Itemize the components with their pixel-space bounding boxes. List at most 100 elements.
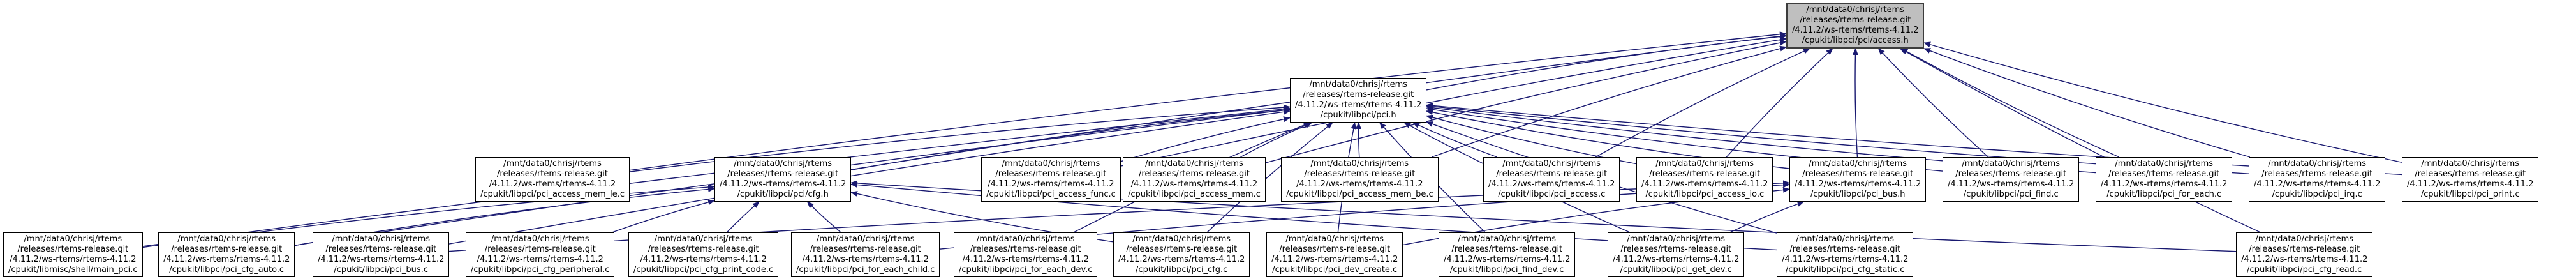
graph-node-access_c[interactable]: /mnt/data0/chrisj/rtems /releases/rtems-… [1483, 157, 1620, 202]
file-path: /cpukit/libpci/pci_cfg_print_code.c [633, 265, 774, 275]
path-line-3: /4.11.2/ws-rtems/rtems-4.11.2 [489, 179, 616, 189]
graph-node-access_mem_be_c[interactable]: /mnt/data0/chrisj/rtems /releases/rtems-… [1281, 157, 1439, 202]
file-path: /cpukit/libpci/pci_for_each_child.c [796, 265, 935, 275]
path-line-2: /releases/rtems-release.git [995, 169, 1107, 179]
path-line-1: /mnt/data0/chrisj/rtems [1309, 80, 1408, 89]
path-line-1: /mnt/data0/chrisj/rtems [1285, 234, 1384, 244]
path-line-2: /releases/rtems-release.git [171, 245, 283, 254]
path-line-2: /releases/rtems-release.git [1620, 245, 1732, 254]
path-line-2: /releases/rtems-release.git [1649, 169, 1761, 179]
path-line-2: /releases/rtems-release.git [1800, 15, 1911, 25]
path-line-1: /mnt/data0/chrisj/rtems [332, 234, 431, 244]
file-path: /cpukit/libpci/pci_bus.h [1810, 190, 1906, 199]
file-path: /cpukit/libpci/pci_access_func.c [986, 190, 1116, 199]
file-path: /cpukit/libpci/pci_find_dev.c [1449, 265, 1564, 275]
graph-node-cfg_auto_c[interactable]: /mnt/data0/chrisj/rtems /releases/rtems-… [158, 232, 295, 277]
path-line-2: /releases/rtems-release.git [2261, 169, 2373, 179]
file-path: /cpukit/libpci/pci_cfg_read.c [2247, 265, 2362, 275]
path-line-3: /4.11.2/ws-rtems/rtems-4.11.2 [962, 255, 1089, 264]
path-line-3: /4.11.2/ws-rtems/rtems-4.11.2 [163, 255, 290, 264]
file-path: /cpukit/libpci/pci_get_dev.c [1620, 265, 1732, 275]
path-line-3: /4.11.2/ws-rtems/rtems-4.11.2 [802, 255, 929, 264]
path-line-2: /releases/rtems-release.git [2415, 169, 2526, 179]
path-line-2: /releases/rtems-release.git [810, 245, 921, 254]
path-line-2: /releases/rtems-release.git [1496, 169, 1608, 179]
file-path: /cpukit/libpci/pci_cfg_auto.c [169, 265, 285, 275]
graph-node-access_h[interactable]: /mnt/data0/chrisj/rtems /releases/rtems-… [1786, 3, 1925, 49]
graph-node-irq_c[interactable]: /mnt/data0/chrisj/rtems /releases/rtems-… [2249, 157, 2386, 202]
path-line-3: /4.11.2/ws-rtems/rtems-4.11.2 [1795, 179, 1921, 189]
file-path: /cpukit/libpci/pci_irq.c [2272, 190, 2362, 199]
graph-node-cfg_print_code_c[interactable]: /mnt/data0/chrisj/rtems /releases/rtems-… [628, 232, 779, 277]
file-path: /cpukit/libmisc/shell/main_pci.c [8, 265, 138, 275]
graph-node-access_mem_c[interactable]: /mnt/data0/chrisj/rtems /releases/rtems-… [1123, 157, 1266, 202]
graph-node-pci_h[interactable]: /mnt/data0/chrisj/rtems /releases/rtems-… [1290, 78, 1427, 123]
graph-node-cfg_h[interactable]: /mnt/data0/chrisj/rtems /releases/rtems-… [714, 157, 852, 202]
file-path: /cpukit/libpci/pci_access_mem.c [1128, 190, 1261, 199]
path-line-1: /mnt/data0/chrisj/rtems [24, 234, 122, 244]
path-line-3: /4.11.2/ws-rtems/rtems-4.11.2 [1948, 179, 2075, 189]
path-line-1: /mnt/data0/chrisj/rtems [491, 234, 589, 244]
path-line-2: /releases/rtems-release.git [1304, 169, 1416, 179]
path-line-3: /4.11.2/ws-rtems/rtems-4.11.2 [2407, 179, 2534, 189]
path-line-3: /4.11.2/ws-rtems/rtems-4.11.2 [1296, 179, 1423, 189]
path-line-1: /mnt/data0/chrisj/rtems [816, 234, 915, 244]
path-line-3: /4.11.2/ws-rtems/rtems-4.11.2 [988, 179, 1114, 189]
path-line-1: /mnt/data0/chrisj/rtems [1310, 159, 1409, 169]
graph-node-cfg_static_c[interactable]: /mnt/data0/chrisj/rtems /releases/rtems-… [1777, 232, 1914, 277]
graph-node-get_dev_c[interactable]: /mnt/data0/chrisj/rtems /releases/rtems-… [1608, 232, 1745, 277]
graph-node-cfg_peripheral_c[interactable]: /mnt/data0/chrisj/rtems /releases/rtems-… [466, 232, 615, 277]
path-line-1: /mnt/data0/chrisj/rtems [2421, 159, 2520, 169]
graph-node-cfg_c[interactable]: /mnt/data0/chrisj/rtems /releases/rtems-… [1113, 232, 1250, 277]
path-line-1: /mnt/data0/chrisj/rtems [1458, 234, 1557, 244]
path-line-2: /releases/rtems-release.git [484, 245, 596, 254]
graph-node-print_c[interactable]: /mnt/data0/chrisj/rtems /releases/rtems-… [2402, 157, 2539, 202]
file-path: /cpukit/libpci/pci_cfg.c [1136, 265, 1228, 275]
path-line-3: /4.11.2/ws-rtems/rtems-4.11.2 [1613, 255, 1740, 264]
graph-node-bus_c[interactable]: /mnt/data0/chrisj/rtems /releases/rtems-… [313, 232, 450, 277]
path-line-2: /releases/rtems-release.git [648, 245, 759, 254]
path-line-3: /4.11.2/ws-rtems/rtems-4.11.2 [720, 179, 847, 189]
path-line-3: /4.11.2/ws-rtems/rtems-4.11.2 [640, 255, 767, 264]
graph-node-dev_create_c[interactable]: /mnt/data0/chrisj/rtems /releases/rtems-… [1266, 232, 1403, 277]
path-line-2: /releases/rtems-release.git [2108, 169, 2220, 179]
path-line-2: /releases/rtems-release.git [1279, 245, 1391, 254]
path-line-2: /releases/rtems-release.git [727, 169, 839, 179]
file-path: /cpukit/libpci/pci_access_io.c [1645, 190, 1765, 199]
path-line-3: /4.11.2/ws-rtems/rtems-4.11.2 [477, 255, 603, 264]
graph-node-mem_le_c[interactable]: /mnt/data0/chrisj/rtems /releases/rtems-… [475, 157, 630, 202]
graph-node-cfg_read_c[interactable]: /mnt/data0/chrisj/rtems /releases/rtems-… [2236, 232, 2373, 277]
graph-node-for_each_dev_c[interactable]: /mnt/data0/chrisj/rtems /releases/rtems-… [954, 232, 1098, 277]
path-line-3: /4.11.2/ws-rtems/rtems-4.11.2 [1488, 179, 1615, 189]
path-line-3: /4.11.2/ws-rtems/rtems-4.11.2 [2101, 179, 2228, 189]
path-line-1: /mnt/data0/chrisj/rtems [734, 159, 833, 169]
path-line-1: /mnt/data0/chrisj/rtems [1655, 159, 1754, 169]
include-edges [142, 31, 2402, 252]
path-line-3: /4.11.2/ws-rtems/rtems-4.11.2 [1792, 26, 1919, 35]
graph-node-access_io_c[interactable]: /mnt/data0/chrisj/rtems /releases/rtems-… [1636, 157, 1773, 202]
path-line-2: /releases/rtems-release.git [970, 245, 1081, 254]
path-line-3: /4.11.2/ws-rtems/rtems-4.11.2 [2254, 179, 2381, 189]
graph-node-find_dev_c[interactable]: /mnt/data0/chrisj/rtems /releases/rtems-… [1439, 232, 1576, 277]
path-line-1: /mnt/data0/chrisj/rtems [654, 234, 753, 244]
path-line-1: /mnt/data0/chrisj/rtems [503, 159, 602, 169]
path-line-1: /mnt/data0/chrisj/rtems [2268, 159, 2367, 169]
graph-node-bus_h[interactable]: /mnt/data0/chrisj/rtems /releases/rtems-… [1789, 157, 1927, 202]
graph-node-access_func_c[interactable]: /mnt/data0/chrisj/rtems /releases/rtems-… [981, 157, 1121, 202]
file-path: /cpukit/libpci/pci_access_mem_le.c [480, 190, 625, 199]
path-line-1: /mnt/data0/chrisj/rtems [2255, 234, 2354, 244]
path-line-2: /releases/rtems-release.git [325, 245, 437, 254]
file-path: /cpukit/libpci/pci_access_mem_be.c [1286, 190, 1433, 199]
path-line-1: /mnt/data0/chrisj/rtems [1627, 234, 1726, 244]
path-line-3: /4.11.2/ws-rtems/rtems-4.11.2 [1782, 255, 1909, 264]
graph-node-main_pci_c[interactable]: /mnt/data0/chrisj/rtems /releases/rtems-… [3, 232, 143, 277]
path-line-2: /releases/rtems-release.git [1451, 245, 1563, 254]
path-line-1: /mnt/data0/chrisj/rtems [1796, 234, 1895, 244]
graph-node-find_c[interactable]: /mnt/data0/chrisj/rtems /releases/rtems-… [1943, 157, 2080, 202]
graph-node-for_each_c[interactable]: /mnt/data0/chrisj/rtems /releases/rtems-… [2096, 157, 2233, 202]
path-line-1: /mnt/data0/chrisj/rtems [1502, 159, 1601, 169]
graph-node-for_each_child_c[interactable]: /mnt/data0/chrisj/rtems /releases/rtems-… [791, 232, 940, 277]
path-line-1: /mnt/data0/chrisj/rtems [1962, 159, 2061, 169]
file-path: /cpukit/libpci/pci_print.c [2420, 190, 2520, 199]
